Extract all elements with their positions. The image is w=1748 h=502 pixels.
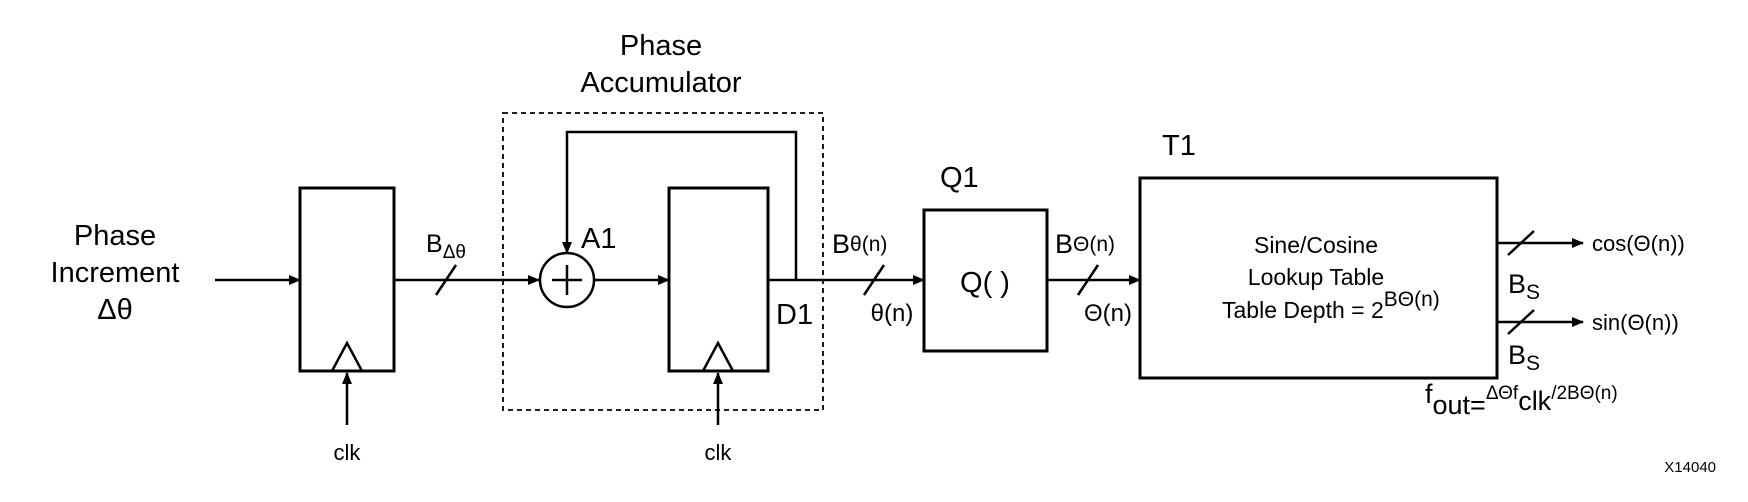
accumulator-register	[667, 186, 770, 373]
accumulator-register-clock-triangle	[701, 340, 735, 372]
phase-accumulator-title-line2: Accumulator	[580, 67, 742, 99]
lut-line3: Table Depth = 2BΘ(n)	[1222, 288, 1440, 323]
sin-bus-label: BS	[1508, 340, 1540, 375]
bus-b-theta-slash	[862, 264, 886, 296]
accumulator-register-clk-label: clk	[705, 440, 733, 465]
quantizer-label: Q1	[940, 162, 979, 194]
cos-output-label: cos(Θ(n))	[1592, 231, 1685, 256]
phase-accumulator-title-line1: Phase	[620, 30, 702, 62]
figure-id: X14040	[1664, 459, 1716, 476]
sin-output-slash	[1507, 309, 1535, 335]
input-label-delta-theta: Δθ	[97, 294, 133, 326]
input-label-increment: Increment	[51, 257, 180, 289]
lut-label: T1	[1162, 130, 1196, 162]
input-label-phase: Phase	[74, 220, 156, 252]
lookup-table-block	[1138, 176, 1499, 380]
cos-output-slash	[1507, 230, 1535, 256]
sin-output-label: sin(Θ(n))	[1592, 310, 1679, 335]
bus-b-big-theta-label: BΘ(n)	[1055, 229, 1115, 259]
register-label-d1: D1	[776, 299, 813, 331]
cos-bus-label: BS	[1508, 269, 1540, 304]
bus-b-delta-theta-label: BΔθ	[426, 230, 466, 263]
lut-line1: Sine/Cosine	[1254, 232, 1378, 258]
input-register-clk-label: clk	[334, 440, 362, 465]
adder-label: A1	[581, 223, 616, 255]
bus-b-big-theta-slash	[1076, 264, 1100, 296]
output-frequency-formula: fout=ΔΘfclk/2BΘ(n)	[1425, 379, 1618, 420]
phase-accumulator-group	[502, 112, 824, 411]
feedback-loop	[562, 130, 798, 280]
theta-n-label: θ(n)	[871, 300, 914, 327]
lut-line2: Lookup Table	[1248, 264, 1384, 290]
quantizer-function: Q( )	[960, 267, 1010, 299]
bus-b-theta-label: Bθ(n)	[832, 229, 887, 259]
bus-b-delta-theta-slash	[434, 264, 458, 296]
big-theta-n-label: Θ(n)	[1084, 300, 1132, 327]
input-register-clock-triangle	[330, 340, 364, 372]
